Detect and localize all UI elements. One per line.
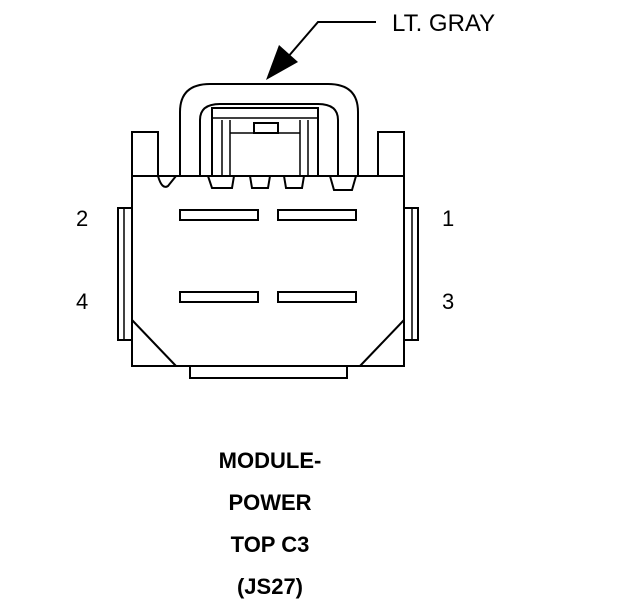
- latch-arch-outer: [179, 83, 359, 182]
- callout-label: LT. GRAY: [392, 10, 495, 37]
- connector-body: [117, 83, 419, 379]
- latch-center-tab: [253, 122, 279, 134]
- pin-label-2: 2: [76, 206, 88, 231]
- title-line-js27: (JS27): [236, 574, 304, 599]
- housing-chamfer-right: [359, 319, 405, 367]
- main-housing: [131, 175, 405, 379]
- housing-top-castellation: [132, 175, 404, 191]
- pin-label-4: 4: [76, 289, 88, 314]
- pin-label-1: 1: [442, 206, 454, 231]
- cavity-pin-4: [179, 291, 259, 303]
- cavity-pin-3: [277, 291, 357, 303]
- callout-arrowhead: [266, 45, 298, 80]
- pin-labels: 2 1 4 3: [76, 206, 454, 314]
- latch-arch-inner: [199, 103, 339, 182]
- connector-title: MODULE- POWER TOP C3 (JS27): [0, 440, 540, 608]
- title-line-top-c3: TOP C3: [230, 532, 310, 557]
- latch-center-block: [211, 107, 319, 185]
- title-line-power: POWER: [228, 490, 312, 515]
- title-line-module: MODULE-: [218, 448, 322, 473]
- pin-label-3: 3: [442, 289, 454, 314]
- housing-chamfer-left: [131, 319, 177, 367]
- cavity-pin-1: [277, 209, 357, 221]
- color-callout: LT. GRAY: [266, 10, 495, 80]
- cavity-pin-2: [179, 209, 259, 221]
- callout-leader-line: [280, 21, 376, 66]
- left-side-rail: [117, 207, 133, 341]
- right-side-rail: [403, 207, 419, 341]
